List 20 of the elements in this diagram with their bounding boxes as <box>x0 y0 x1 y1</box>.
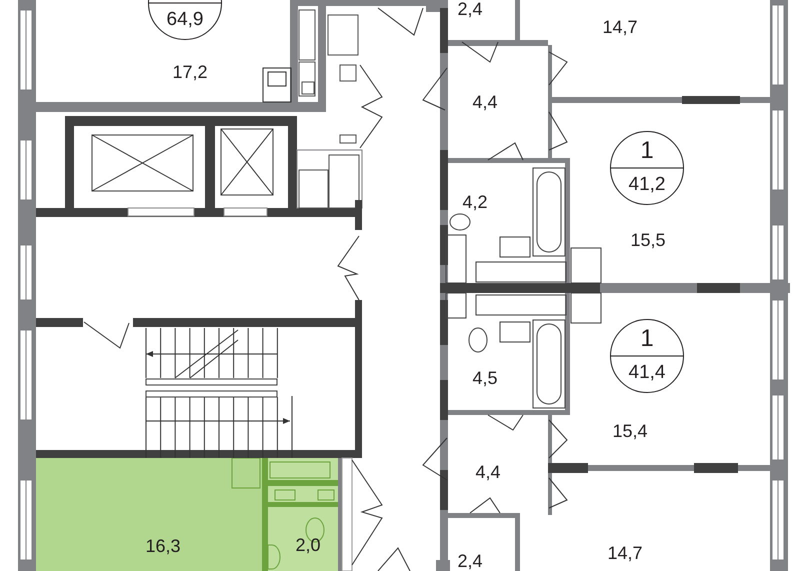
room-area: 14,7 <box>602 18 638 36</box>
apartment-area: 64,9 <box>148 10 222 29</box>
room-area: 15,4 <box>612 422 648 440</box>
room-area: 4,5 <box>472 369 498 387</box>
room-area: 2,4 <box>457 552 483 570</box>
room-area: 4,4 <box>472 93 498 111</box>
room-count: 1 <box>639 139 655 163</box>
room-area: 4,4 <box>475 463 501 481</box>
apartment-badge <box>610 319 684 393</box>
apartment-area: 41,2 <box>610 175 684 194</box>
room-area: 15,5 <box>630 231 666 249</box>
room-area: 14,7 <box>607 544 643 562</box>
apartment-badge <box>610 131 684 205</box>
apartment-area: 41,4 <box>610 363 684 382</box>
room-area: 4,2 <box>462 193 488 211</box>
room-count: 1 <box>639 327 655 351</box>
room-area: 17,2 <box>172 63 208 81</box>
room-area: 16,3 <box>145 537 181 555</box>
room-area: 2,4 <box>457 0 483 18</box>
room-area: 2,0 <box>295 536 321 554</box>
